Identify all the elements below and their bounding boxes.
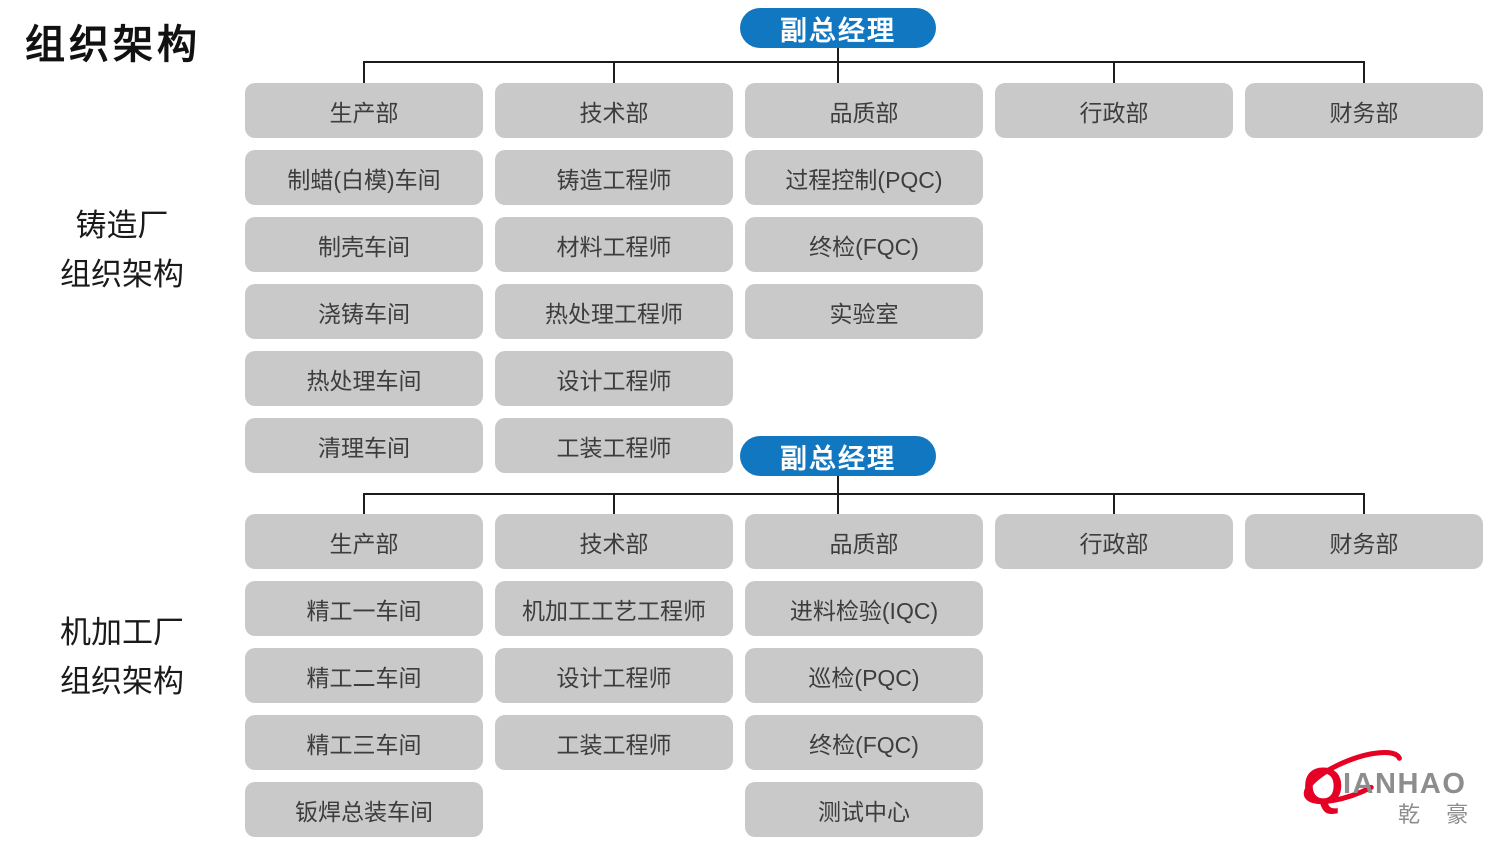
dept-box: 生产部 (245, 83, 483, 138)
unit-box: 制蜡(白模)车间 (245, 150, 483, 205)
page-title: 组织架构 (25, 23, 201, 67)
unit-box: 终检(FQC) (745, 217, 983, 272)
unit-box: 机加工工艺工程师 (495, 581, 733, 636)
foundry-column-technology: 技术部 铸造工程师 材料工程师 热处理工程师 设计工程师 工装工程师 (495, 83, 733, 485)
foundry-column-quality: 品质部 过程控制(PQC) 终检(FQC) 实验室 (745, 83, 983, 351)
unit-box: 精工三车间 (245, 715, 483, 770)
dept-box: 财务部 (1245, 83, 1483, 138)
unit-box: 工装工程师 (495, 418, 733, 473)
machining-column-quality: 品质部 进料检验(IQC) 巡检(PQC) 终检(FQC) 测试中心 (745, 514, 983, 843)
unit-box: 浇铸车间 (245, 284, 483, 339)
machining-column-admin: 行政部 (995, 514, 1233, 581)
unit-box: 设计工程师 (495, 351, 733, 406)
unit-box: 清理车间 (245, 418, 483, 473)
unit-box: 巡检(PQC) (745, 648, 983, 703)
unit-box: 实验室 (745, 284, 983, 339)
unit-box: 进料检验(IQC) (745, 581, 983, 636)
dept-box: 行政部 (995, 514, 1233, 569)
side-label-line: 组织架构 (60, 257, 184, 292)
unit-box: 热处理工程师 (495, 284, 733, 339)
dept-box: 行政部 (995, 83, 1233, 138)
unit-box: 精工一车间 (245, 581, 483, 636)
qianhao-logo: Q IANHAO 乾 豪 (1303, 750, 1478, 827)
unit-box: 钣焊总装车间 (245, 782, 483, 837)
unit-box: 制壳车间 (245, 217, 483, 272)
dept-box: 品质部 (745, 514, 983, 569)
machining-column-finance: 财务部 (1245, 514, 1483, 581)
unit-box: 过程控制(PQC) (745, 150, 983, 205)
unit-box: 工装工程师 (495, 715, 733, 770)
machining-column-technology: 技术部 机加工工艺工程师 设计工程师 工装工程师 (495, 514, 733, 782)
side-label-line: 铸造厂 (75, 208, 169, 243)
logo-swoosh-icon (1303, 750, 1402, 805)
unit-box: 铸造工程师 (495, 150, 733, 205)
side-label-machining: 机加工厂 组织架构 (17, 608, 227, 706)
unit-box: 材料工程师 (495, 217, 733, 272)
root-node-machining: 副总经理 (740, 436, 936, 476)
logo-letter-q: Q (1303, 758, 1343, 816)
dept-box: 财务部 (1245, 514, 1483, 569)
dept-box: 技术部 (495, 514, 733, 569)
root-node-foundry: 副总经理 (740, 8, 936, 48)
foundry-column-production: 生产部 制蜡(白模)车间 制壳车间 浇铸车间 热处理车间 清理车间 (245, 83, 483, 485)
dept-box: 品质部 (745, 83, 983, 138)
side-label-foundry: 铸造厂 组织架构 (17, 201, 227, 299)
foundry-connector (363, 48, 1365, 83)
machining-column-production: 生产部 精工一车间 精工二车间 精工三车间 钣焊总装车间 (245, 514, 483, 843)
dept-box: 技术部 (495, 83, 733, 138)
logo-chinese-name: 乾 豪 (1398, 802, 1478, 827)
foundry-column-finance: 财务部 (1245, 83, 1483, 150)
machining-connector (363, 476, 1365, 514)
side-label-line: 机加工厂 (60, 615, 184, 650)
unit-box: 终检(FQC) (745, 715, 983, 770)
unit-box: 精工二车间 (245, 648, 483, 703)
unit-box: 测试中心 (745, 782, 983, 837)
unit-box: 热处理车间 (245, 351, 483, 406)
side-label-line: 组织架构 (60, 664, 184, 699)
dept-box: 生产部 (245, 514, 483, 569)
unit-box: 设计工程师 (495, 648, 733, 703)
logo-brand-rest: IANHAO (1343, 768, 1466, 800)
foundry-column-admin: 行政部 (995, 83, 1233, 150)
